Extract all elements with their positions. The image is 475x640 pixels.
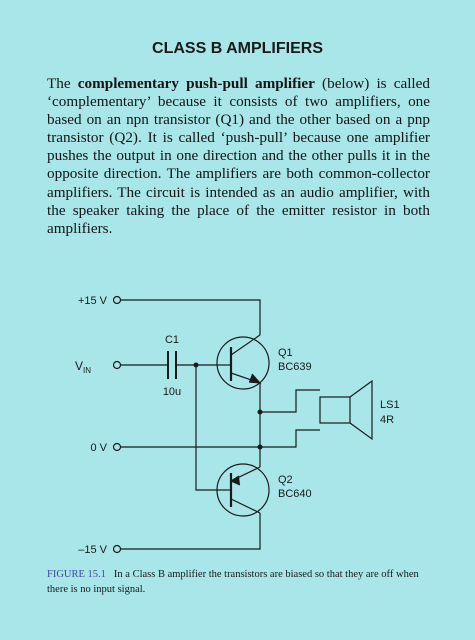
label-q2-name: Q2 [278, 474, 293, 486]
junction-dot [257, 409, 263, 415]
circuit-diagram: +15 V VIN 0 V –15 V C1 10u Q1 BC639 Q2 B… [75, 295, 400, 556]
label-ground-rail: 0 V [90, 442, 107, 454]
capacitor-c1 [167, 351, 177, 379]
figure-label: FIGURE 15.1 [47, 569, 106, 580]
caption-text: In a Class B amplifier the transistors a… [47, 569, 419, 595]
junction-dot [257, 444, 263, 450]
label-q1-name: Q1 [278, 347, 293, 359]
circuit-wires [112, 295, 320, 554]
label-c1-name: C1 [165, 334, 179, 346]
label-c1-value: 10u [163, 386, 181, 398]
label-positive-rail: +15 V [78, 295, 108, 307]
body-paragraph: The complementary push-pull amplifier (b… [47, 75, 430, 238]
label-ls1-value: 4R [380, 414, 394, 426]
transistor-q1 [216, 334, 270, 390]
junction-dot [193, 362, 199, 368]
label-q2-part: BC640 [278, 488, 312, 500]
section-heading: CLASS B AMPLIFIERS [152, 40, 323, 57]
bold-term: complementary push-pull amplifier [77, 75, 315, 92]
label-q1-part: BC639 [278, 361, 312, 373]
transistor-q2 [216, 463, 270, 517]
label-ls1-name: LS1 [380, 399, 400, 411]
label-vin: VIN [75, 359, 91, 375]
label-negative-rail: –15 V [78, 544, 107, 556]
speaker-ls1 [319, 379, 373, 441]
paragraph-rest: (below) is called ‘complementary’ becaus… [47, 75, 430, 237]
paragraph-intro: The [47, 75, 78, 92]
